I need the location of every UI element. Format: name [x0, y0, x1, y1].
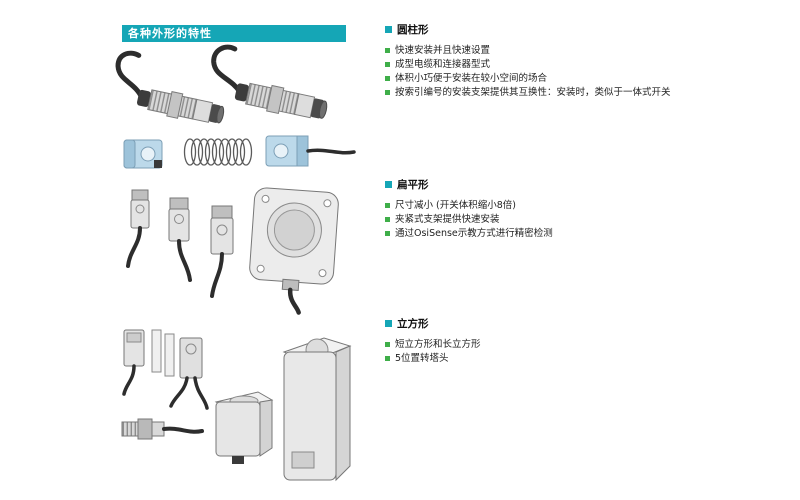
feature-text: 5位置转塔头 [395, 353, 449, 364]
cylindrical-sensors-illustration [115, 44, 328, 124]
feature-list: 快速安装并且快速设置 成型电缆和连接器型式 体积小巧便于安装在较小空间的场合 按… [385, 44, 790, 99]
cubic-sensor-medium [214, 391, 274, 464]
flat-sensor-small-3 [210, 205, 234, 298]
section-heading: 扁平形 [385, 177, 790, 192]
section-heading-text: 圆柱形 [397, 24, 429, 36]
bullet-square-icon [385, 217, 390, 222]
list-item: 快速安装并且快速设置 [385, 44, 790, 57]
feature-list: 尺寸减小 (开关体积缩小8倍) 夹紧式支架提供快速安装 通过OsiSense示教… [385, 199, 790, 240]
mounting-plates [151, 329, 175, 377]
section-cubic: 立方形 短立方形和长立方形 5位置转塔头 [385, 316, 790, 366]
list-item: 尺寸减小 (开关体积缩小8倍) [385, 199, 790, 212]
flat-sensor-large [249, 187, 339, 315]
spring-coil [183, 138, 253, 166]
clamp-left [123, 139, 163, 169]
section-heading: 立方形 [385, 316, 790, 331]
bullet-square-icon [385, 76, 390, 81]
feature-text: 尺寸减小 (开关体积缩小8倍) [395, 200, 516, 211]
feature-text: 快速安装并且快速设置 [395, 45, 491, 56]
section-heading: 圆柱形 [385, 22, 790, 37]
feature-text: 夹紧式支架提供快速安装 [395, 214, 500, 225]
clamp-right [265, 135, 356, 167]
feature-text: 通过OsiSense示教方式进行精密检测 [395, 228, 553, 239]
list-item: 5位置转塔头 [385, 352, 790, 365]
cable-connector [121, 418, 204, 440]
list-item: 成型电缆和连接器型式 [385, 58, 790, 71]
cubic-sensors-illustration [121, 329, 352, 482]
feature-list: 短立方形和长立方形 5位置转塔头 [385, 338, 790, 365]
mounting-clamps-illustration [123, 135, 356, 169]
list-item: 短立方形和长立方形 [385, 338, 790, 351]
section-heading-text: 立方形 [397, 318, 429, 330]
feature-text: 体积小巧便于安装在较小空间的场合 [395, 73, 548, 84]
section-heading-text: 扁平形 [397, 179, 429, 191]
list-item: 夹紧式支架提供快速安装 [385, 213, 790, 226]
section-flat: 扁平形 尺寸减小 (开关体积缩小8倍) 夹紧式支架提供快速安装 通过OsiSen… [385, 177, 790, 241]
page-title-text: 各种外形的特性 [128, 27, 212, 40]
section-square-icon [385, 26, 392, 33]
flat-sensor-small-2 [168, 197, 192, 282]
bullet-square-icon [385, 342, 390, 347]
cylindrical-sensor-left [115, 50, 225, 124]
section-square-icon [385, 181, 392, 188]
bullet-square-icon [385, 231, 390, 236]
cubic-sensor-small-1 [122, 329, 145, 396]
feature-text: 短立方形和长立方形 [395, 339, 481, 350]
bullet-square-icon [385, 48, 390, 53]
list-item: 通过OsiSense示教方式进行精密检测 [385, 227, 790, 240]
section-square-icon [385, 320, 392, 327]
section-cylindrical: 圆柱形 快速安装并且快速设置 成型电缆和连接器型式 体积小巧便于安装在较小空间的… [385, 22, 790, 100]
flat-sensors-illustration [126, 187, 339, 315]
cubic-sensor-long [282, 337, 352, 482]
feature-text: 按索引编号的安装支架提供其互换性：安装时，类似于一体式开关 [395, 87, 671, 98]
bullet-square-icon [385, 203, 390, 208]
list-item: 按索引编号的安装支架提供其互换性：安装时，类似于一体式开关 [385, 86, 790, 99]
page-title: 各种外形的特性 [122, 25, 346, 42]
bullet-square-icon [385, 356, 390, 361]
flat-sensor-small-1 [126, 189, 150, 268]
feature-text: 成型电缆和连接器型式 [395, 59, 491, 70]
bullet-square-icon [385, 90, 390, 95]
list-item: 体积小巧便于安装在较小空间的场合 [385, 72, 790, 85]
cubic-sensor-small-2 [169, 337, 209, 410]
cylindrical-sensor-right [211, 44, 328, 119]
bullet-square-icon [385, 62, 390, 67]
